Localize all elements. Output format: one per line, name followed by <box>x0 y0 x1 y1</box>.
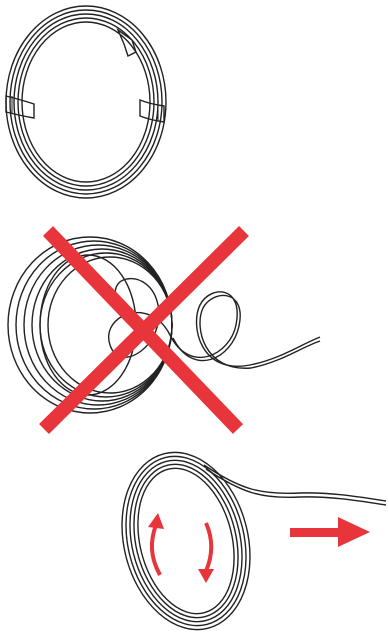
direction-arrow-icon <box>290 517 370 547</box>
wrong-method-panel <box>0 205 389 445</box>
coiled-wire-panel <box>0 0 389 205</box>
coiled-wire-drawing <box>0 0 389 205</box>
wrong-method-drawing <box>0 205 389 445</box>
rotation-arrows-icon <box>148 513 214 583</box>
right-method-drawing <box>0 445 389 643</box>
upright-coil <box>104 445 268 643</box>
right-method-panel <box>0 445 389 643</box>
